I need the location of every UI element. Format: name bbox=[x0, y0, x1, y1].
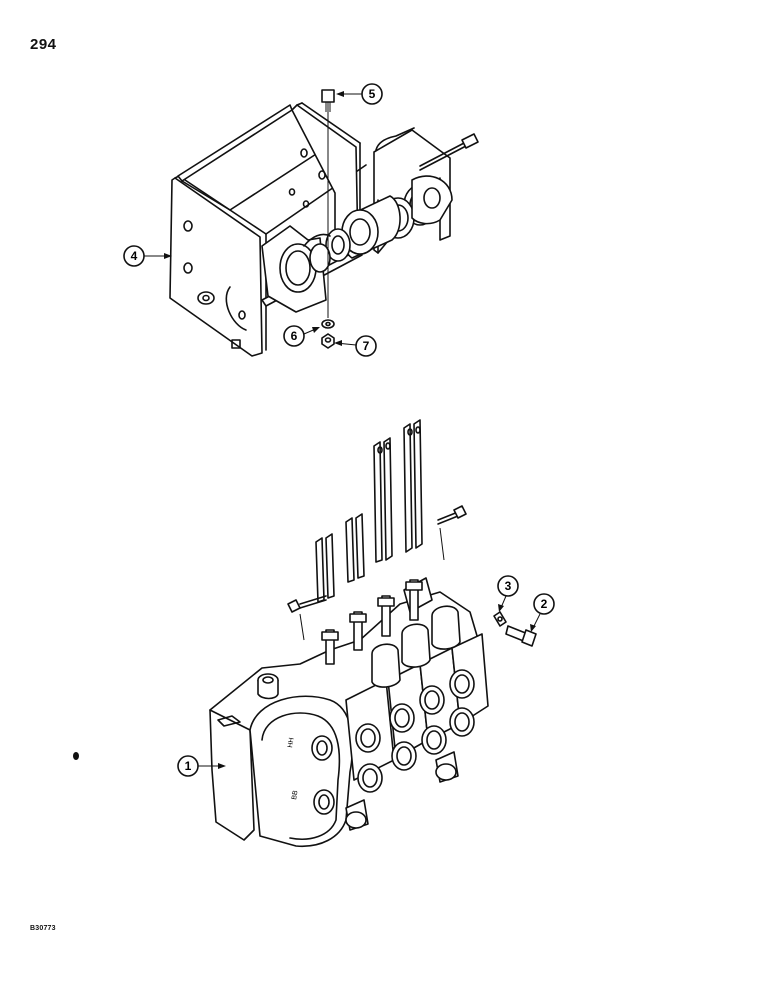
callout-3-label: 3 bbox=[505, 579, 512, 593]
svg-text:BB: BB bbox=[291, 790, 300, 801]
control-valve-drawing: HH BB bbox=[209, 577, 537, 848]
callout-5: 5 bbox=[336, 83, 383, 105]
svg-text:HH: HH bbox=[287, 737, 296, 748]
figure-code: B30773 bbox=[30, 925, 56, 932]
callout-2-label: 2 bbox=[541, 597, 548, 611]
callout-1: 1 bbox=[177, 755, 226, 777]
callout-7: 7 bbox=[334, 335, 377, 357]
callout-4: 4 bbox=[123, 245, 172, 267]
control-links-drawing bbox=[287, 419, 467, 641]
callout-4-label: 4 bbox=[131, 249, 138, 263]
callout-7-label: 7 bbox=[363, 339, 370, 353]
callout-6: 6 bbox=[283, 325, 320, 347]
stray-ink-mark bbox=[73, 752, 79, 760]
callout-1-label: 1 bbox=[185, 759, 192, 773]
mounting-bracket-drawing bbox=[169, 89, 479, 357]
callout-3: 3 bbox=[497, 575, 519, 612]
callout-6-label: 6 bbox=[291, 329, 298, 343]
callout-5-label: 5 bbox=[369, 87, 376, 101]
page-number: 294 bbox=[30, 36, 57, 53]
callout-2: 2 bbox=[530, 593, 555, 632]
